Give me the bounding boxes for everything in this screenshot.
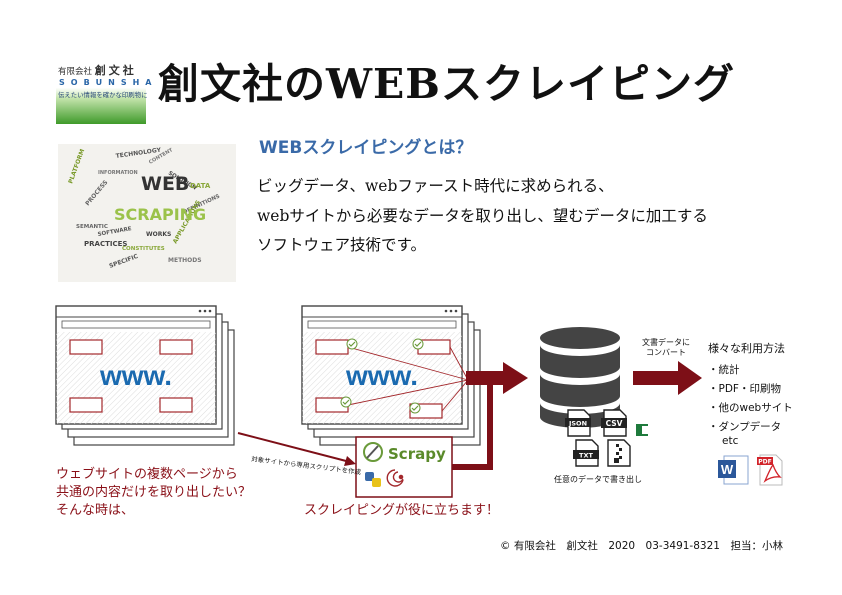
svg-text:TXT: TXT [579,452,593,460]
section-heading: WEBスクレイピングとは？ [259,138,473,158]
browser-window: www. [301,305,469,425]
json-file-icon: JSON [565,409,591,437]
cloud-word: METHODS [168,257,202,264]
page-title: 創文社のWEBスクレイピング [158,60,735,108]
flow-arrow-to-database [452,362,528,470]
cloud-word: SOFTWARE [97,226,132,238]
txt-file-icon: TXT [573,439,599,467]
excel-icon [636,424,649,436]
check-icon [346,338,358,350]
intro-line: ソフトウェア技術です。 [257,236,426,254]
www-text: www. [99,360,172,391]
python-icon [365,472,381,487]
logo-romaji: SOBUNSHA [59,78,158,87]
logo-tagline: 伝えたい情報を確かな印刷物に [58,91,148,99]
cloud-word: INFORMATION [98,170,138,176]
source-browser-stack: www. [55,305,235,446]
convert-arrow [633,361,702,395]
cloud-word: PLATFORM [67,148,86,185]
logo-company: 有限会社 創文社 [58,64,137,77]
solution-caption: スクレイピングが役に立ちます！ [304,503,500,518]
check-icon [340,396,352,408]
cloud-word: CONSTITUTES [122,246,165,252]
problem-caption: ウェブサイトの複数ページから 共通の内容だけを取り出したい？ そんな時は、 [56,467,252,518]
uses-heading: 様々な利用方法 [708,342,785,355]
www-text: www. [345,360,418,391]
word-icon: W [718,455,749,485]
svg-text:JSON: JSON [568,420,587,428]
browser-window: www. [55,305,217,425]
cloud-word: PRACTICES [84,240,127,248]
svg-text:W: W [721,462,734,477]
cloud-word: SPECIFIC [108,253,139,270]
target-browser-stack: www. [301,305,481,446]
pdf-icon: PDF [757,454,783,486]
uses-item: ・他のwebサイト [708,402,793,414]
convert-label: 文書データに コンバート [642,338,690,357]
scrapy-icon [363,442,383,462]
intro-line: ビッグデータ、webファースト時代に求められる、 [257,177,614,195]
intro-line: webサイトから必要なデータを取り出し、望むデータに加工する [257,207,708,225]
cloud-word: DATA [190,182,211,190]
svg-text:PDF: PDF [758,459,771,466]
uses-etc: etc [722,435,739,447]
spider-icon [386,469,404,487]
cloud-word: SEMANTIC [76,224,108,230]
csv-file-icon: CSV [601,409,627,437]
check-icon [409,402,421,414]
word-cloud-graphic: TECHNOLOGY PLATFORM SEMANTIC PRACTICES C… [67,147,221,270]
scraping-flow-diagram: www. www. [55,305,783,498]
check-icon [412,338,424,350]
uses-item: ・統計 [708,364,740,376]
script-arrow [237,432,356,466]
copyright-footer: © 有限会社 創文社 2020 03-3491-8321 担当：小林 [500,540,783,552]
zip-file-icon [607,439,631,467]
export-caption: 任意のデータで書き出し [554,475,642,484]
svg-text:CSV: CSV [606,419,623,428]
uses-item: ・ダンプデータ [708,421,782,433]
cloud-word-scraping: SCRAPING [114,205,206,224]
company-logo: 有限会社 創文社 SOBUNSHA 伝えたい情報を確かな印刷物に [56,58,152,124]
uses-item: ・PDF・印刷物 [708,383,781,395]
scrapy-box: Scrapy [355,436,453,498]
cloud-word-web: WEB [141,173,189,195]
scrapy-label: Scrapy [388,445,446,463]
cloud-word: WORKS [146,231,171,238]
word-cloud-image: TECHNOLOGY PLATFORM SEMANTIC PRACTICES C… [58,144,236,282]
cloud-word: PROCESS [84,179,109,207]
